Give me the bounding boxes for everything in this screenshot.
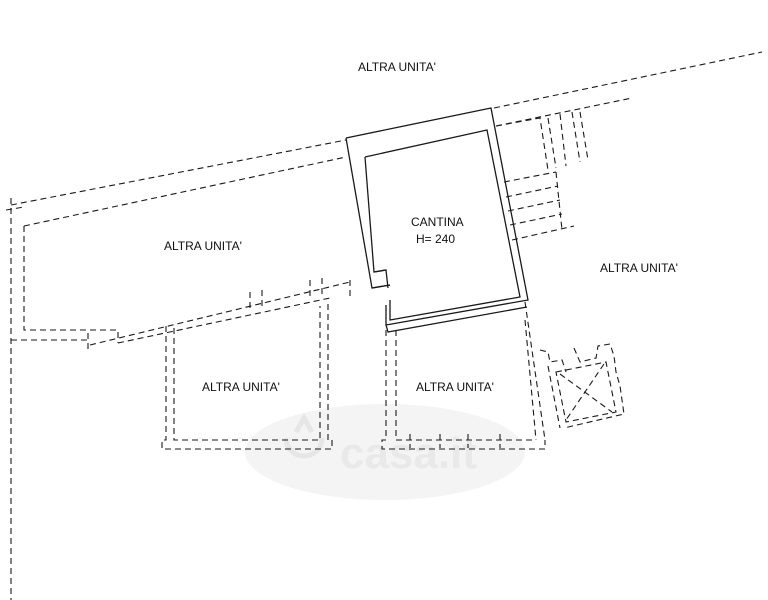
stairwell-lower: [539, 343, 625, 429]
upper-diagonal-outer: [10, 139, 347, 206]
right-room-wall: [524, 301, 546, 441]
right-diagonal-outer: [493, 51, 763, 109]
label-top-unit: ALTRA UNITA': [358, 60, 436, 74]
corridor-diagonal-lower: [117, 297, 331, 344]
bottom-center-room-outline: [381, 330, 546, 450]
right-room-wall-inner: [524, 319, 537, 441]
label-left-unit: ALTRA UNITA': [164, 239, 242, 253]
left-boundary-tick: [5, 206, 25, 211]
bottom-left-room-outline: [161, 302, 333, 450]
cantina-door-jamb: [371, 269, 391, 289]
stairs-upper: [495, 111, 589, 241]
cantina-walls: [345, 107, 529, 333]
bottom-center-room-inner: [395, 330, 535, 441]
label-cellar-name: CANTINA: [411, 215, 464, 229]
label-right-unit: ALTRA UNITA': [600, 261, 678, 275]
label-bottom-center-unit: ALTRA UNITA': [416, 380, 494, 394]
watermark: casa.it: [245, 404, 525, 500]
upper-diagonal-inner: [23, 156, 347, 227]
watermark-logo-icon: [283, 412, 325, 459]
bottom-left-room-inner: [173, 306, 321, 441]
corridor-diagonal-upper: [89, 281, 351, 346]
left-wall: [23, 226, 119, 343]
label-cellar-height: H= 240: [416, 232, 455, 246]
watermark-text: casa.it: [340, 429, 477, 478]
watermark-glow: [245, 404, 525, 500]
label-bottom-left-unit: ALTRA UNITA': [202, 380, 280, 394]
